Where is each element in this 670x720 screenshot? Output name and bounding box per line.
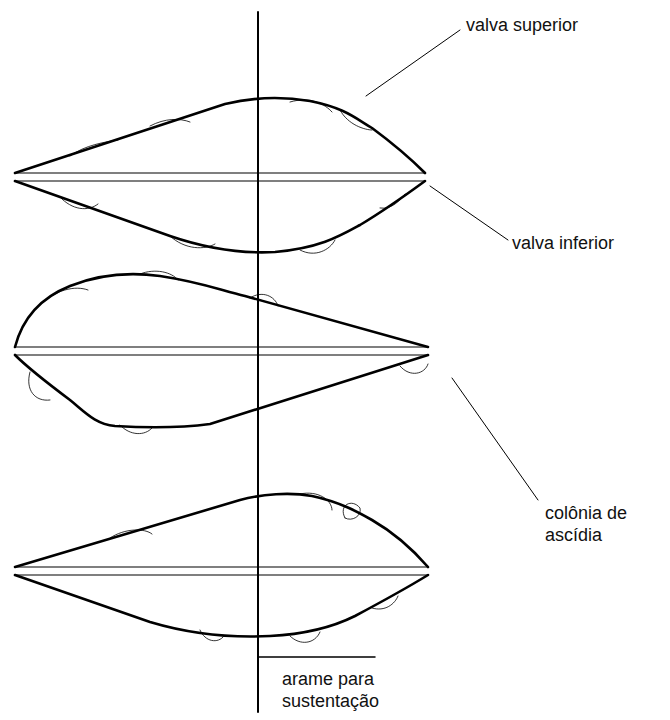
scallop-shell: [15, 493, 428, 642]
leader-line: [452, 378, 538, 500]
support-wire: [257, 12, 259, 712]
wire-leader: [258, 656, 375, 658]
part-label: valva inferior: [512, 232, 662, 254]
leader-line: [430, 186, 508, 240]
part-label: valva superior: [466, 14, 656, 36]
part-label: arame para sustentação: [282, 668, 402, 712]
scallop-shell: [15, 98, 425, 253]
part-label: colônia de ascídia: [545, 502, 657, 546]
leader-line: [366, 30, 460, 96]
scallop-shell: [15, 271, 428, 434]
